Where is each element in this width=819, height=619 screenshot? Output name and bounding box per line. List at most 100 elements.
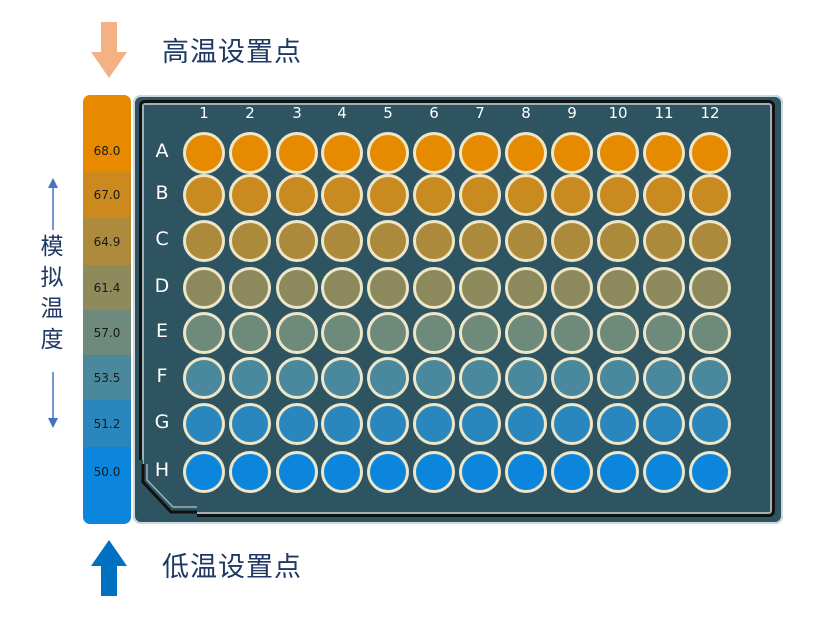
label-char: 模 xyxy=(40,234,64,260)
low-setpoint-label: 低温设置点 xyxy=(162,552,302,583)
well-d7 xyxy=(459,267,501,309)
well-a5 xyxy=(367,132,409,174)
well-g6 xyxy=(413,403,455,445)
well-d5 xyxy=(367,267,409,309)
column-label: 2 xyxy=(245,104,255,122)
column-label: 12 xyxy=(700,104,720,122)
well-g1 xyxy=(183,403,225,445)
well-c3 xyxy=(276,220,318,262)
high-setpoint-label: 高温设置点 xyxy=(162,37,302,68)
well-b12 xyxy=(689,174,731,216)
well-e3 xyxy=(276,312,318,354)
arrow-up-icon xyxy=(91,540,127,596)
well-c11 xyxy=(643,220,685,262)
simulated-temperature-label: 模 拟 温 度 xyxy=(37,232,67,356)
scale-segment-e: 57.0 xyxy=(83,310,131,355)
column-label: 9 xyxy=(567,104,577,122)
well-b1 xyxy=(183,174,225,216)
well-f7 xyxy=(459,357,501,399)
well-h8 xyxy=(505,451,547,493)
well-h4 xyxy=(321,451,363,493)
column-label: 10 xyxy=(608,104,628,122)
well-a3 xyxy=(276,132,318,174)
well-e5 xyxy=(367,312,409,354)
column-label: 8 xyxy=(521,104,531,122)
well-d1 xyxy=(183,267,225,309)
well-e4 xyxy=(321,312,363,354)
column-label: 5 xyxy=(383,104,393,122)
well-f8 xyxy=(505,357,547,399)
column-label: 11 xyxy=(654,104,674,122)
well-e11 xyxy=(643,312,685,354)
well-f3 xyxy=(276,357,318,399)
well-a12 xyxy=(689,132,731,174)
well-a10 xyxy=(597,132,639,174)
well-c8 xyxy=(505,220,547,262)
well-d12 xyxy=(689,267,731,309)
column-label: 6 xyxy=(429,104,439,122)
well-a7 xyxy=(459,132,501,174)
label-char: 温 xyxy=(40,296,64,322)
row-label: G xyxy=(154,411,170,433)
column-label: 1 xyxy=(199,104,209,122)
well-g8 xyxy=(505,403,547,445)
well-a6 xyxy=(413,132,455,174)
row-label: B xyxy=(155,182,169,204)
well-d10 xyxy=(597,267,639,309)
well-c7 xyxy=(459,220,501,262)
row-label: H xyxy=(154,459,170,481)
arrow-down-icon xyxy=(91,22,127,78)
well-d2 xyxy=(229,267,271,309)
well-d8 xyxy=(505,267,547,309)
well-c4 xyxy=(321,220,363,262)
axis-arrow-up-icon xyxy=(48,178,58,230)
column-label: 3 xyxy=(292,104,302,122)
well-g2 xyxy=(229,403,271,445)
well-g11 xyxy=(643,403,685,445)
well-e2 xyxy=(229,312,271,354)
well-g3 xyxy=(276,403,318,445)
well-e7 xyxy=(459,312,501,354)
well-b4 xyxy=(321,174,363,216)
well-f11 xyxy=(643,357,685,399)
well-a4 xyxy=(321,132,363,174)
well-g5 xyxy=(367,403,409,445)
scale-segment-c: 64.9 xyxy=(83,218,131,265)
well-h9 xyxy=(551,451,593,493)
row-label: F xyxy=(156,365,168,387)
well-b7 xyxy=(459,174,501,216)
well-d11 xyxy=(643,267,685,309)
column-label: 7 xyxy=(475,104,485,122)
well-c6 xyxy=(413,220,455,262)
well-b6 xyxy=(413,174,455,216)
well-f10 xyxy=(597,357,639,399)
well-a2 xyxy=(229,132,271,174)
well-g10 xyxy=(597,403,639,445)
axis-arrow-down-icon xyxy=(48,372,58,428)
scale-segment-h: 50.0 xyxy=(83,447,131,524)
label-char: 拟 xyxy=(40,265,64,291)
well-b10 xyxy=(597,174,639,216)
well-b9 xyxy=(551,174,593,216)
well-h7 xyxy=(459,451,501,493)
well-h6 xyxy=(413,451,455,493)
well-f12 xyxy=(689,357,731,399)
plate-corner-chamfer xyxy=(137,460,197,520)
scale-segment-f: 53.5 xyxy=(83,355,131,400)
well-h5 xyxy=(367,451,409,493)
well-b5 xyxy=(367,174,409,216)
well-c5 xyxy=(367,220,409,262)
well-c9 xyxy=(551,220,593,262)
scale-value: 61.4 xyxy=(93,280,121,295)
well-f2 xyxy=(229,357,271,399)
well-c10 xyxy=(597,220,639,262)
well-c12 xyxy=(689,220,731,262)
scale-value: 64.9 xyxy=(93,234,121,249)
well-b11 xyxy=(643,174,685,216)
scale-value: 53.5 xyxy=(93,370,121,385)
column-label: 4 xyxy=(337,104,347,122)
well-b3 xyxy=(276,174,318,216)
well-f6 xyxy=(413,357,455,399)
well-c2 xyxy=(229,220,271,262)
